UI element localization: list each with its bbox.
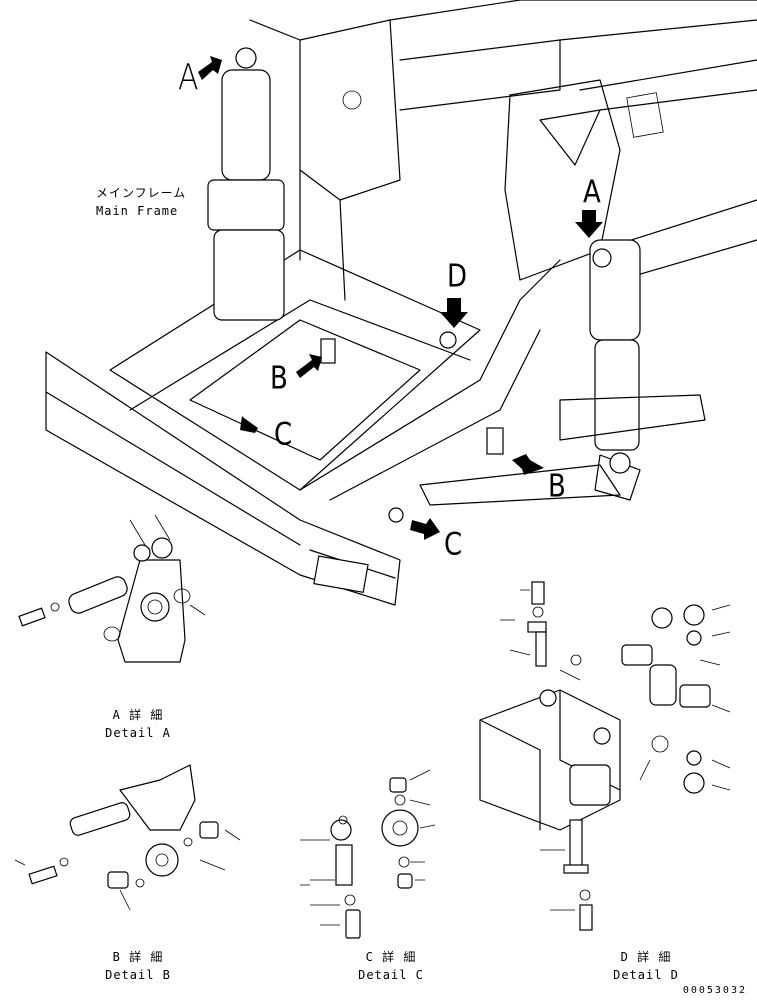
arrow-a-right (575, 210, 603, 238)
callout-b-left-label: B (270, 361, 288, 397)
callout-c-left-label: C (274, 417, 293, 453)
arrow-a-left (198, 56, 222, 80)
callout-d-label: D (447, 259, 468, 295)
main-frame-label-jp: メインフレーム (96, 186, 187, 200)
main-frame-outline (45, 0, 757, 606)
detail-c-label-en: Detail C (358, 968, 424, 982)
detail-b-label-en: Detail B (105, 968, 171, 982)
detail-d-label-jp: D 詳 細 (620, 950, 672, 964)
callout-arrows (198, 56, 603, 540)
document-number: 00053032 (682, 985, 747, 996)
arrow-b-left (296, 354, 322, 378)
detail-c-drawing (300, 769, 436, 939)
detail-d-label-en: Detail D (613, 968, 679, 982)
detail-b-label-jp: B 詳 細 (112, 950, 164, 964)
arrow-d (440, 298, 468, 328)
detail-c-label-jp: C 詳 細 (365, 950, 417, 964)
detail-d-drawing (479, 581, 731, 931)
arrow-b-right (512, 454, 544, 475)
callout-a-right-label: A (583, 175, 601, 211)
callout-b-right-label: B (548, 469, 566, 505)
detail-a-label-jp: A 詳 細 (112, 708, 164, 722)
detail-a-label-en: Detail A (105, 726, 171, 740)
callout-c-right-label: C (444, 527, 463, 563)
detail-a-drawing (18, 514, 206, 663)
main-frame-label-en: Main Frame (96, 204, 179, 218)
arrow-c-right (410, 518, 440, 540)
callout-a-left-label: A (178, 56, 199, 99)
detail-b-drawing (14, 764, 241, 911)
arrow-c-left (240, 416, 258, 433)
